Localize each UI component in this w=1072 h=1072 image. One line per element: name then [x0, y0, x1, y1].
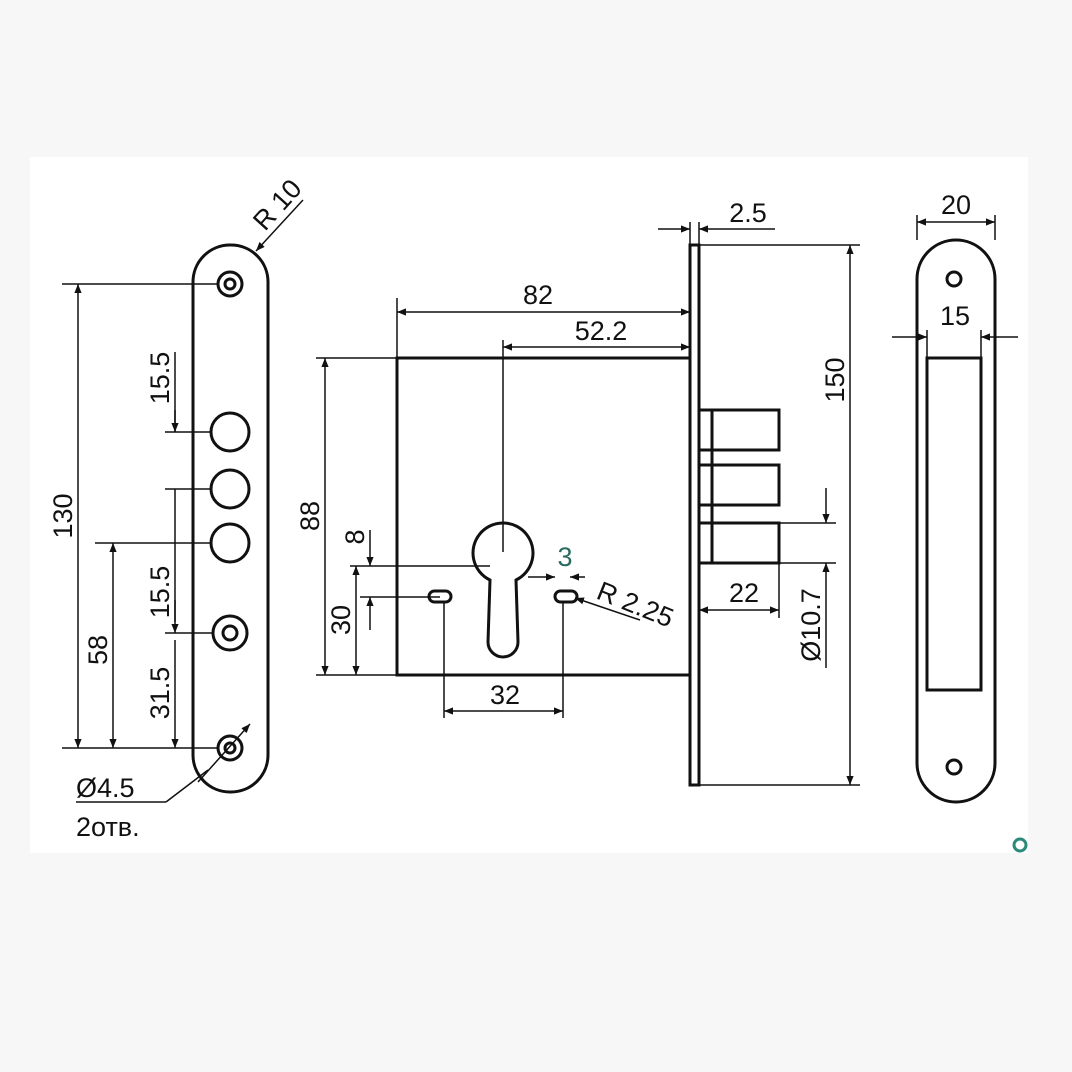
screw-hole-bottom-inner [223, 741, 237, 755]
dim-52-2-label: 52.2 [575, 316, 628, 346]
dim-3-label: 3 [557, 542, 572, 572]
latch-opening-inner [221, 624, 239, 642]
dim-32-label: 32 [490, 680, 520, 710]
dim-15-5-lower-label: 15.5 [145, 566, 175, 619]
deadbolt-1 [697, 408, 781, 452]
strike-plate-view: 20 15 [892, 190, 1018, 804]
dim-22-label: 22 [729, 578, 759, 608]
dim-31-5-label: 31.5 [145, 667, 175, 720]
lock-case [395, 356, 692, 677]
deadbolt-3 [697, 521, 781, 565]
dim-30-label: 30 [326, 605, 356, 635]
deadbolt-2 [697, 463, 781, 507]
faceplate [688, 243, 701, 787]
front-plate-outline [191, 243, 270, 794]
screw-hole-top [216, 270, 244, 298]
hole-diameter-label: Ø4.5 [76, 773, 135, 803]
cylinder-keyhole [471, 521, 535, 659]
dim-15-5-top-label: 15.5 [145, 352, 175, 405]
dim-130-label: 130 [48, 493, 78, 538]
dim-bolt-diameter-label: Ø10.7 [796, 588, 826, 662]
lock-body-view: 82 52.2 2.5 150 88 8 30 32 [295, 198, 860, 787]
dim-15-label: 15 [940, 301, 970, 331]
dim-82-label: 82 [523, 280, 553, 310]
screw-slot-right [553, 589, 579, 604]
dim-20-label: 20 [941, 190, 971, 220]
dim-150-label: 150 [820, 357, 850, 402]
dim-58-label: 58 [83, 635, 113, 665]
bolt-opening-3 [209, 522, 251, 564]
strike-hole-bottom [945, 758, 963, 776]
strike-opening [925, 356, 983, 692]
slot-radius-label: R 2.25 [593, 576, 678, 634]
latch-opening [211, 614, 249, 652]
strike-hole-top [945, 270, 963, 288]
dim-8-label: 8 [340, 529, 370, 544]
screw-hole-top-inner [223, 277, 237, 291]
drawing-sheet [30, 157, 1028, 853]
bolt-opening-2 [209, 468, 251, 510]
accent-dot-icon [1012, 837, 1028, 853]
strike-plate-outline [915, 238, 997, 804]
bolt-opening-1 [209, 411, 251, 453]
dim-88-label: 88 [295, 501, 325, 531]
front-plate-view: 130 58 15.5 15.5 31.5 R 10 Ø4.5 2отв. [48, 174, 308, 842]
dim-2-5-label: 2.5 [729, 198, 767, 228]
hole-count-label: 2отв. [76, 812, 140, 842]
